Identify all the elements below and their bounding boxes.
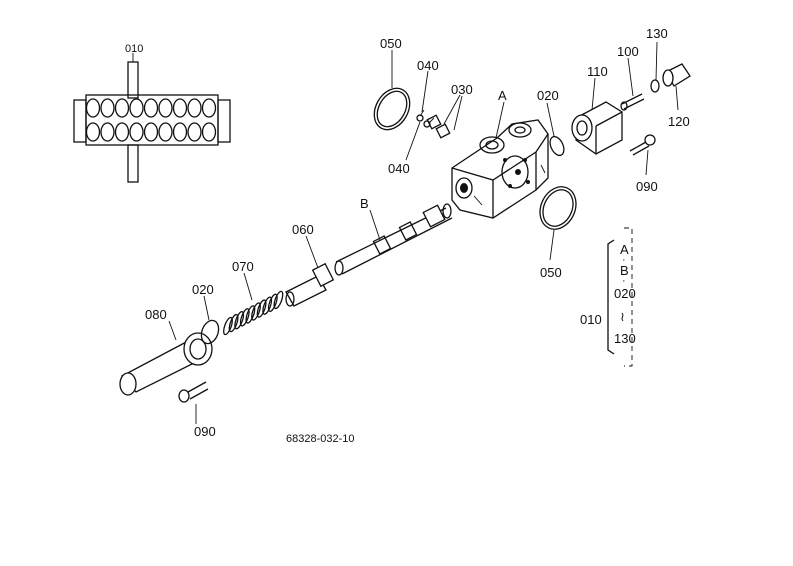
- label-a-body: A: [498, 88, 507, 103]
- drawing-code: 68328-032-10: [286, 433, 355, 445]
- label-130: 130: [646, 26, 668, 41]
- overview-section-ring: [114, 98, 130, 118]
- spring-coil: [256, 299, 267, 318]
- overview-section-ring: [114, 122, 130, 142]
- overview-section-ring: [100, 122, 115, 142]
- overview-section-ring: [85, 98, 101, 118]
- label-020-right: 020: [537, 88, 559, 103]
- spring-coil: [228, 313, 239, 333]
- label-090-right: 090: [636, 179, 658, 194]
- label-060: 060: [292, 222, 314, 237]
- spring-coil: [262, 296, 273, 315]
- label-050-right: 050: [540, 265, 562, 280]
- oring-050-top: [373, 87, 411, 131]
- label-070: 070: [232, 259, 254, 274]
- oring-050-right: [539, 186, 577, 230]
- legend-bracket: [607, 227, 633, 367]
- label-010-assembly: 010: [125, 43, 143, 55]
- label-090-left: 090: [194, 424, 216, 439]
- label-040-bottom: 040: [388, 161, 410, 176]
- overview-section-ring: [172, 98, 188, 118]
- overview-section-ring: [143, 122, 159, 142]
- spring-coil: [223, 316, 233, 336]
- legend-dot-1: ·: [622, 254, 626, 266]
- overview-section-ring: [187, 98, 202, 118]
- label-080: 080: [145, 307, 167, 322]
- legend-line-tilde: ≀: [620, 309, 625, 324]
- overview-section-ring: [172, 122, 188, 142]
- overview-section-ring: [129, 122, 144, 142]
- overview-section-ring: [158, 98, 173, 118]
- parts-040-030: [416, 109, 451, 139]
- overview-section-ring: [158, 122, 173, 142]
- bolt-090-right: [629, 134, 656, 156]
- legend-assembly-010: 010: [580, 312, 602, 327]
- valve-body-a: [451, 119, 549, 219]
- overview-section-ring: [143, 98, 159, 118]
- oring-020-right: [549, 135, 565, 157]
- leader-lines: [132, 41, 679, 424]
- legend-line-b: B: [620, 263, 629, 278]
- spring-coil: [273, 290, 284, 310]
- spring-coil: [245, 305, 256, 324]
- label-110: 110: [587, 64, 608, 79]
- label-020-left: 020: [192, 282, 214, 297]
- cover-110: [571, 101, 623, 155]
- valve-assembly-overview: [73, 61, 231, 183]
- spool-b: [334, 203, 453, 276]
- overview-section-ring: [129, 98, 144, 118]
- legend-dot-2: ·: [622, 275, 626, 287]
- spring-coil: [234, 311, 245, 330]
- cap-080: [119, 332, 213, 396]
- oring-130: [650, 79, 660, 93]
- labels: 010 050 040 030 040 A 020 110 100 130 12…: [125, 26, 690, 445]
- label-040-top: 040: [417, 58, 439, 73]
- legend-line-a: A: [620, 242, 629, 257]
- spring-coil: [267, 293, 278, 312]
- overview-section-ring: [85, 122, 101, 142]
- oring-020-left: [200, 319, 220, 345]
- plug-060: [285, 262, 335, 307]
- spring-coil: [251, 302, 261, 321]
- legend-text: A · B · 020 ≀ 130 010: [580, 242, 636, 346]
- label-120: 120: [668, 114, 690, 129]
- label-050-top: 050: [380, 36, 402, 51]
- legend-line-020: 020: [614, 286, 636, 301]
- label-b-spool: B: [360, 196, 369, 211]
- spring-coil: [239, 308, 250, 327]
- overview-section-ring: [187, 122, 202, 142]
- label-100: 100: [617, 44, 639, 59]
- pin-100: [620, 93, 645, 111]
- legend-line-130: 130: [614, 331, 636, 346]
- overview-section-ring: [201, 122, 217, 142]
- spring-070: [223, 290, 284, 336]
- plug-120: [662, 63, 691, 87]
- label-030: 030: [451, 82, 473, 97]
- bolt-090-left: [178, 381, 209, 403]
- overview-section-ring: [201, 98, 217, 118]
- overview-section-ring: [100, 98, 115, 118]
